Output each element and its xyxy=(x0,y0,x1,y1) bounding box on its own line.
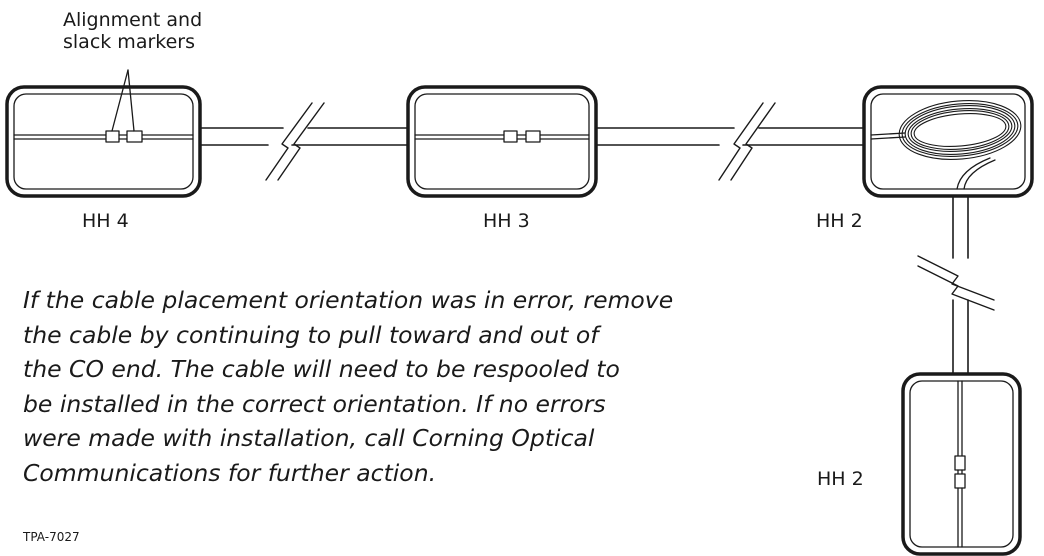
alignment-marker xyxy=(105,130,120,143)
note-line: If the cable placement orientation was i… xyxy=(23,286,674,314)
callout-line: slack markers xyxy=(63,31,195,53)
label-hh3: HH 3 xyxy=(483,210,530,232)
handhole-hh2-top xyxy=(862,85,1034,198)
handhole-hh2-bottom xyxy=(901,372,1022,556)
slack-marker xyxy=(525,130,541,143)
duct-hh3-hh2 xyxy=(595,127,865,146)
duct-hh2-hh2 xyxy=(952,195,969,375)
label-hh4: HH 4 xyxy=(82,210,129,232)
handhole-hh3 xyxy=(406,85,598,198)
callout-line: Alignment and xyxy=(63,9,203,31)
slack-marker xyxy=(126,130,143,143)
break-symbol xyxy=(718,102,776,181)
note-line: the cable by continuing to pull toward a… xyxy=(23,320,599,349)
note-line: the CO end. The cable will need to be re… xyxy=(23,355,620,383)
note-line: were made with installation, call Cornin… xyxy=(23,424,595,452)
label-hh2-top: HH 2 xyxy=(816,210,863,232)
instruction-note: If the cable placement orientation was i… xyxy=(23,283,783,490)
handhole-hh4 xyxy=(5,85,202,198)
slack-coil xyxy=(898,100,1022,160)
break-symbol xyxy=(917,255,995,311)
note-line: Communications for further action. xyxy=(23,458,437,487)
alignment-marker xyxy=(954,455,966,471)
slack-marker xyxy=(954,473,966,489)
label-hh2-bottom: HH 2 xyxy=(817,468,864,490)
duct-hh4-hh3 xyxy=(199,127,409,146)
alignment-slack-callout: Alignment and slack markers xyxy=(63,9,233,53)
alignment-marker xyxy=(503,130,518,143)
note-line: be installed in the correct orientation.… xyxy=(23,389,606,418)
break-symbol xyxy=(265,102,325,181)
figure-id: TPA-7027 xyxy=(23,530,80,544)
callout-leader xyxy=(111,69,135,132)
